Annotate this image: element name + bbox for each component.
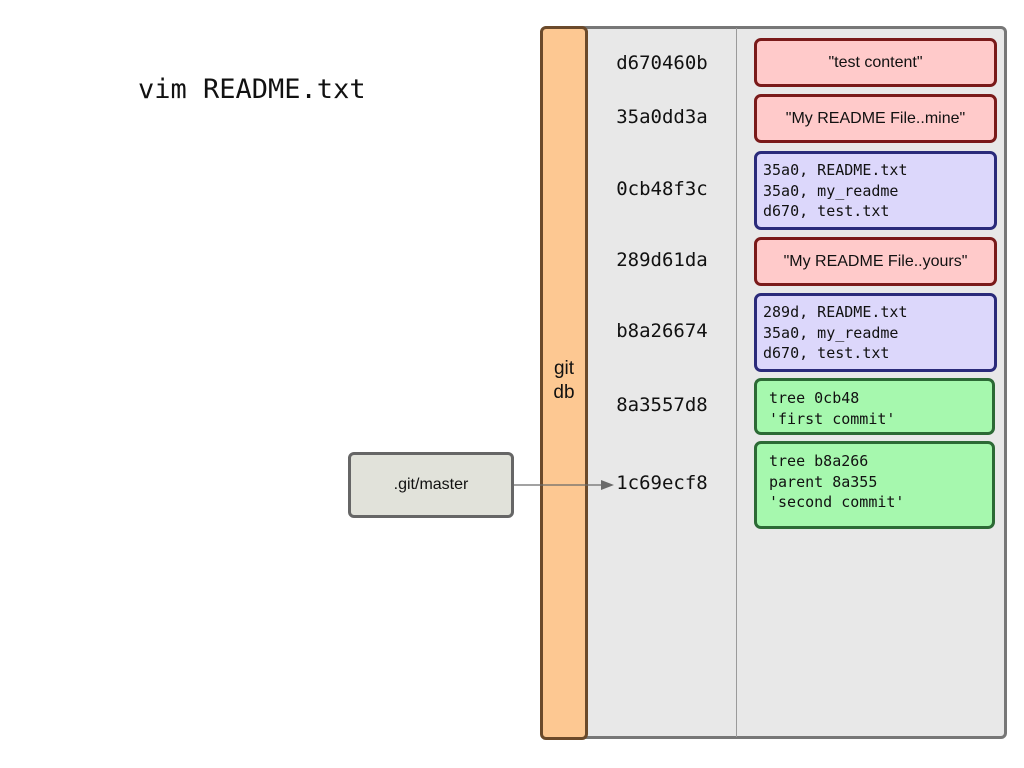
git-db-label-line: db [553,382,575,403]
commit-line: parent 8a355 [769,472,878,491]
blob-object: "test content" [754,38,997,87]
blob-content: "My README File..yours" [783,252,968,270]
blob-content: "My README File..mine" [785,109,966,127]
commit-object: tree b8a266 parent 8a355 'second commit' [754,441,995,529]
object-hash: 0cb48f3c [616,178,708,200]
git-db-bar [540,26,588,740]
master-ref-box: .git/master [348,452,514,518]
commit-line: tree b8a266 [769,452,869,470]
tree-object: 35a0, README.txt 35a0, my_readme d670, t… [754,151,997,230]
tree-entry: 35a0, my_readme [763,323,899,342]
tree-entry: 289d, README.txt [763,303,908,321]
object-hash: d670460b [616,52,708,74]
commit-object: tree 0cb48 'first commit' [754,378,995,435]
command-text: vim README.txt [138,74,366,105]
column-divider [736,28,737,737]
blob-content: "test content" [828,53,923,71]
object-hash: 289d61da [616,249,708,271]
blob-object: "My README File..mine" [754,94,997,143]
object-hash: 8a3557d8 [616,394,708,416]
tree-entry: 35a0, README.txt [763,161,908,179]
object-hash: b8a26674 [616,320,708,342]
tree-entry: d670, test.txt [763,202,890,220]
git-db-label-line: git [553,358,575,379]
master-ref-label: .git/master [393,476,469,493]
git-db-label: git db [540,357,588,405]
object-hash: 1c69ecf8 [616,472,708,494]
commit-line: tree 0cb48 [769,389,860,407]
tree-object: 289d, README.txt 35a0, my_readme d670, t… [754,293,997,372]
tree-entry: 35a0, my_readme [763,181,899,200]
blob-object: "My README File..yours" [754,237,997,286]
commit-line: 'second commit' [769,493,905,511]
tree-entry: d670, test.txt [763,344,890,362]
object-hash: 35a0dd3a [616,106,708,128]
commit-line: 'first commit' [769,409,896,428]
